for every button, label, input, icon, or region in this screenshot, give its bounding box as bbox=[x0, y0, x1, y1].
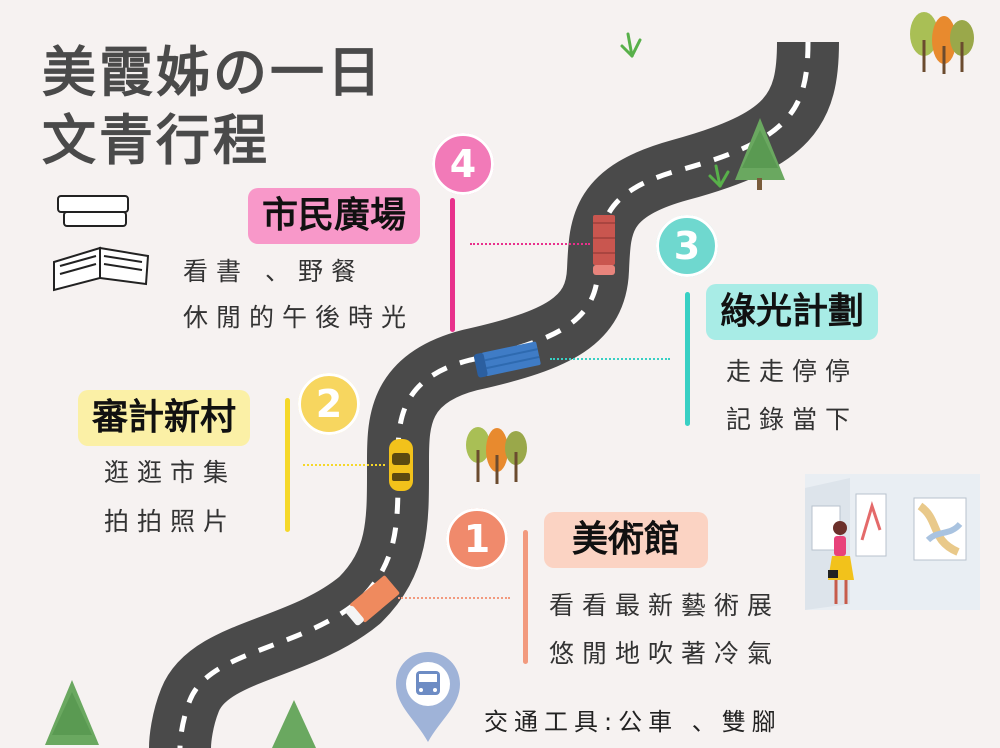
autumn-trees-icon bbox=[910, 12, 974, 74]
stop-4-line1: 看書 、野餐 bbox=[183, 257, 364, 286]
stop-3-connector bbox=[550, 358, 670, 360]
red-truck-icon bbox=[593, 215, 615, 275]
stop-2-connector bbox=[303, 464, 385, 466]
art-gallery-icon bbox=[805, 474, 980, 610]
stop-4-connector bbox=[470, 243, 590, 245]
stop-1-bar bbox=[523, 530, 528, 664]
stop-1-name: 美術館 bbox=[544, 512, 709, 568]
autumn-trees-icon bbox=[466, 427, 527, 484]
orange-truck-icon bbox=[345, 575, 400, 626]
stop-2-badge: 2 bbox=[298, 373, 360, 435]
grass-icon bbox=[620, 32, 642, 58]
pine-tree-icon bbox=[735, 118, 785, 190]
yellow-car-icon bbox=[389, 439, 413, 491]
transport-text: 交通工具:公車 、雙腳 bbox=[484, 708, 782, 736]
stop-3-name: 綠光計劃 bbox=[706, 284, 879, 340]
stop-1-line2: 悠閒地吹著冷氣 bbox=[549, 639, 781, 668]
pine-tree-icon bbox=[45, 680, 99, 745]
page-title-line1: 美霞姊の一日 bbox=[42, 41, 384, 104]
bus-pin-icon bbox=[396, 652, 460, 742]
page-title-line2: 文青行程 bbox=[42, 109, 270, 172]
blue-truck-icon bbox=[473, 341, 541, 378]
stop-3-badge: 3 bbox=[656, 215, 718, 277]
grass-icon bbox=[708, 164, 730, 188]
stop-3-line2: 記錄當下 bbox=[726, 405, 859, 434]
stop-1-line1: 看看最新藝術展 bbox=[549, 591, 781, 620]
books-icon bbox=[53, 195, 150, 292]
winding-road bbox=[149, 41, 839, 748]
stop-4-bar bbox=[450, 198, 455, 332]
stop-1-connector bbox=[398, 597, 510, 599]
stop-2-line1: 逛逛市集 bbox=[104, 458, 237, 487]
stop-3-line1: 走走停停 bbox=[726, 357, 859, 386]
stop-2-bar bbox=[285, 398, 290, 532]
pine-tree-icon bbox=[272, 700, 316, 748]
stop-2-name: 審計新村 bbox=[78, 390, 251, 446]
stop-4-name: 市民廣場 bbox=[248, 188, 421, 244]
stop-3-bar bbox=[685, 292, 690, 426]
stop-1-badge: 1 bbox=[446, 508, 508, 570]
stop-2-line2: 拍拍照片 bbox=[104, 507, 237, 536]
stop-4-line2: 休閒的午後時光 bbox=[183, 303, 415, 332]
stop-4-badge: 4 bbox=[432, 133, 494, 195]
